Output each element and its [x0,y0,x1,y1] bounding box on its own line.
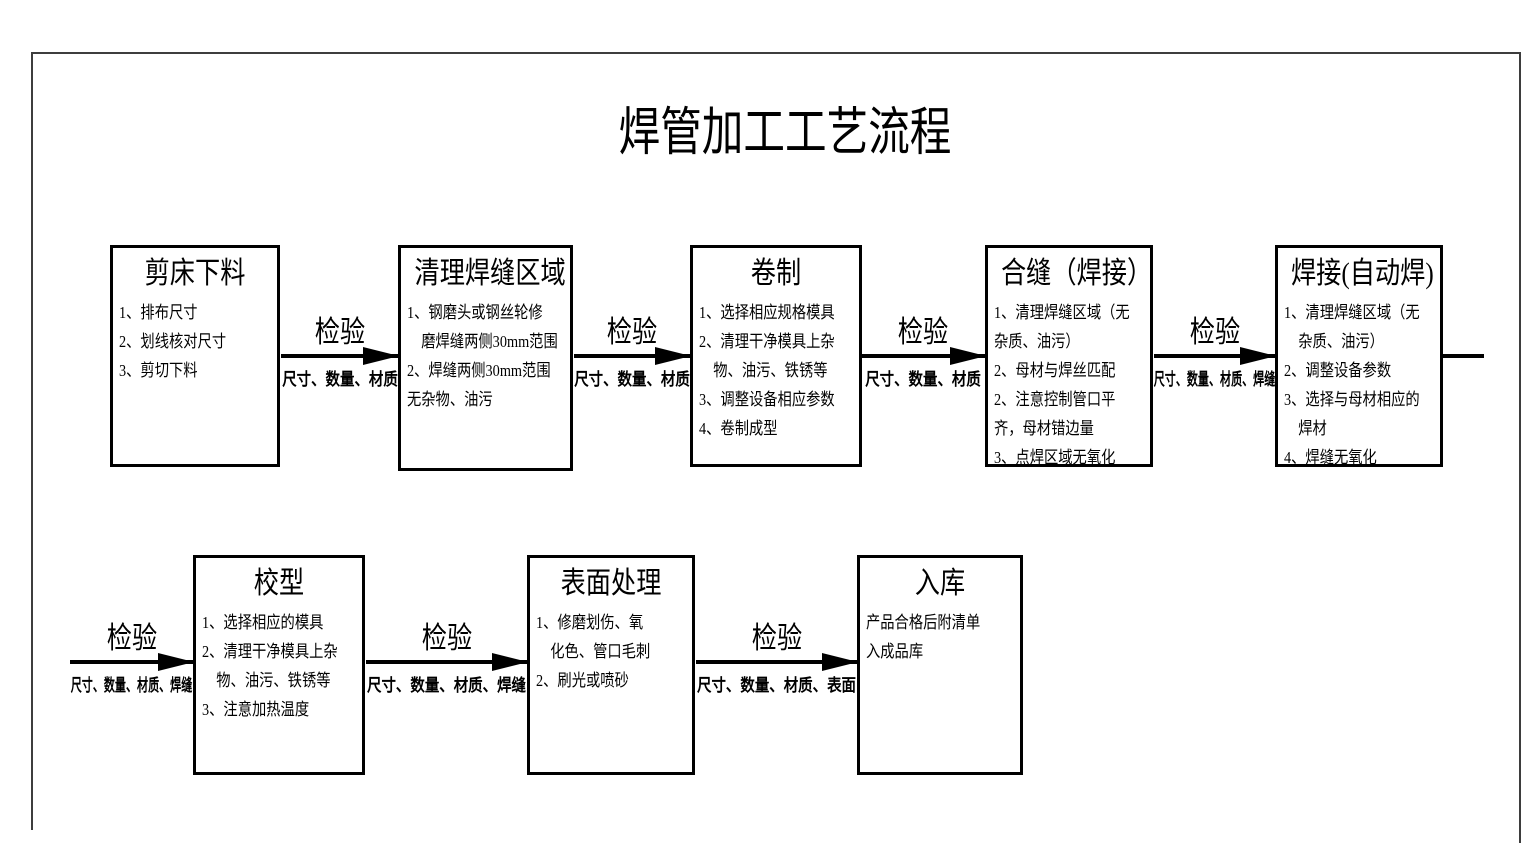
inspection-criteria: 尺寸、数量、材质、焊缝 [367,676,526,695]
process-step: 3、注意加热温度 [202,700,310,719]
process-box-body: 1、选择相应规格模具 2、清理干净模具上杂 物、油污、铁锈等 3、调整设备相应参… [699,298,856,443]
arrow-line [70,653,194,671]
process-box-title: 表面处理 [560,567,662,600]
process-box-shape-correction: 校型 1、选择相应的模具 2、清理干净模具上杂 物、油污、铁锈等 3、注意加热温… [193,555,365,775]
process-step: 3、选择与母材相应的 [1284,390,1420,409]
process-step: 4、卷制成型 [699,419,778,438]
process-step: 入成品库 [866,642,924,661]
inspection-arrow-4: 检验 尺寸、数量、材质、焊缝 [1153,316,1276,390]
inspection-label: 检验 [751,622,802,655]
process-box-title: 卷制 [750,257,802,290]
process-step: 物、油污、铁锈等 [202,671,331,690]
process-step: 杂质、油污） [1284,332,1384,351]
process-box-title: 剪床下料 [144,257,246,290]
process-step: 1、修磨划伤、氧 [536,613,644,632]
frame-right-line [1519,52,1521,843]
diagram-title: 焊管加工工艺流程 [618,105,952,162]
inspection-label: 检验 [314,316,365,349]
process-step: 3、调整设备相应参数 [699,390,835,409]
process-step: 无杂物、油污 [407,390,493,409]
process-box-shearing: 剪床下料 1、排布尺寸 2、划线核对尺寸 3、剪切下料 [110,245,280,467]
process-step: 2、清理干净模具上杂 [699,332,835,351]
process-step: 物、油污、铁锈等 [699,361,828,380]
arrow-line [366,653,528,671]
arrowhead-icon [655,347,691,365]
inspection-criteria: 尺寸、数量、材质 [281,370,398,389]
inspection-arrow-1: 检验 尺寸、数量、材质 [281,316,399,390]
process-box-title: 合缝（焊接） [1000,257,1153,290]
process-step: 4、焊缝无氧化 [1284,448,1377,467]
process-step: 产品合格后附清单 [866,613,981,632]
arrow-line [861,347,986,365]
process-box-surface-treatment: 表面处理 1、修磨划伤、氧 化色、管口毛刺 2、刷光或喷砂 [527,555,695,775]
inspection-criteria: 尺寸、数量、材质、焊缝 [1153,370,1276,389]
inspection-criteria: 尺寸、数量、材质、表面 [697,676,856,695]
arrowhead-icon [950,347,986,365]
inspection-arrow-7: 检验 尺寸、数量、材质、表面 [696,622,858,696]
process-step: 磨焊缝两侧30mm范围 [407,332,558,351]
inspection-label: 检验 [106,622,157,655]
process-step: 2、注意控制管口平 [994,390,1116,409]
inspection-label: 检验 [421,622,472,655]
arrow-line [696,653,858,671]
arrow-line [1154,347,1276,365]
process-step: 3、点焊区域无氧化 [994,448,1116,467]
process-box-body: 1、清理焊缝区域（无 杂质、油污） 2、母材与焊丝匹配 2、注意控制管口平 齐，… [994,298,1147,472]
frame-left-line [31,52,33,830]
inspection-arrow-6: 检验 尺寸、数量、材质、焊缝 [366,622,528,696]
process-box-title: 入库 [914,567,966,600]
process-box-body: 1、排布尺寸 2、划线核对尺寸 3、剪切下料 [119,298,274,385]
process-step: 1、排布尺寸 [119,303,198,322]
inspection-label: 检验 [606,316,658,349]
process-box-title: 校型 [253,567,305,600]
frame-top-line [31,52,1521,54]
inspection-label: 检验 [1189,316,1240,349]
arrowhead-icon [1240,347,1276,365]
inspection-criteria: 尺寸、数量、材质 [574,370,690,389]
process-box-title: 清理焊缝区域 [414,257,566,290]
process-box-seam-welding: 合缝（焊接） 1、清理焊缝区域（无 杂质、油污） 2、母材与焊丝匹配 2、注意控… [985,245,1153,467]
process-step: 2、刷光或喷砂 [536,671,629,690]
inspection-label: 检验 [897,316,949,349]
inspection-arrow-2: 检验 尺寸、数量、材质 [574,316,691,390]
process-step: 1、选择相应的模具 [202,613,324,632]
process-step: 1、钢磨头或钢丝轮修 [407,303,543,322]
process-step: 2、划线核对尺寸 [119,332,227,351]
process-step: 1、清理焊缝区域（无 [1284,303,1420,322]
inspection-criteria: 尺寸、数量、材质 [865,370,981,389]
process-step: 3、剪切下料 [119,361,198,380]
inspection-criteria: 尺寸、数量、材质、焊缝 [70,676,193,695]
process-step: 化色、管口毛刺 [536,642,651,661]
inspection-arrow-5: 检验 尺寸、数量、材质、焊缝 [70,622,194,696]
process-box-title: 焊接(自动焊) [1290,257,1434,290]
process-step: 2、清理干净模具上杂 [202,642,338,661]
process-box-body: 1、清理焊缝区域（无 杂质、油污） 2、调整设备参数 3、选择与母材相应的 焊材… [1284,298,1437,472]
process-box-body: 1、修磨划伤、氧 化色、管口毛刺 2、刷光或喷砂 [536,608,689,695]
process-box-rolling: 卷制 1、选择相应规格模具 2、清理干净模具上杂 物、油污、铁锈等 3、调整设备… [690,245,862,467]
process-step: 杂质、油污） [994,332,1080,351]
arrowhead-icon [363,347,399,365]
process-step: 2、调整设备参数 [1284,361,1392,380]
process-box-clean-weld-area: 清理焊缝区域 1、钢磨头或钢丝轮修 磨焊缝两侧30mm范围 2、焊缝两侧30mm… [398,245,573,471]
process-box-auto-welding: 焊接(自动焊) 1、清理焊缝区域（无 杂质、油污） 2、调整设备参数 3、选择与… [1275,245,1443,467]
process-box-body: 1、钢磨头或钢丝轮修 磨焊缝两侧30mm范围 2、焊缝两侧30mm范围 无杂物、… [407,298,567,414]
process-step: 焊材 [1284,419,1327,438]
arrow-line [281,347,399,365]
process-step: 2、母材与焊丝匹配 [994,361,1116,380]
process-box-body: 1、选择相应的模具 2、清理干净模具上杂 物、油污、铁锈等 3、注意加热温度 [202,608,359,724]
arrow-line [574,347,691,365]
inspection-arrow-3: 检验 尺寸、数量、材质 [861,316,986,390]
process-box-warehousing: 入库 产品合格后附清单 入成品库 [857,555,1023,775]
arrowhead-icon [822,653,858,671]
process-step: 1、清理焊缝区域（无 [994,303,1130,322]
process-step: 1、选择相应规格模具 [699,303,835,322]
arrowhead-icon [492,653,528,671]
row1-exit-connector [1443,354,1484,358]
process-step: 2、焊缝两侧30mm范围 [407,361,551,380]
process-box-body: 产品合格后附清单 入成品库 [866,608,1017,666]
arrowhead-icon [158,653,194,671]
process-step: 齐，母材错边量 [994,419,1094,438]
